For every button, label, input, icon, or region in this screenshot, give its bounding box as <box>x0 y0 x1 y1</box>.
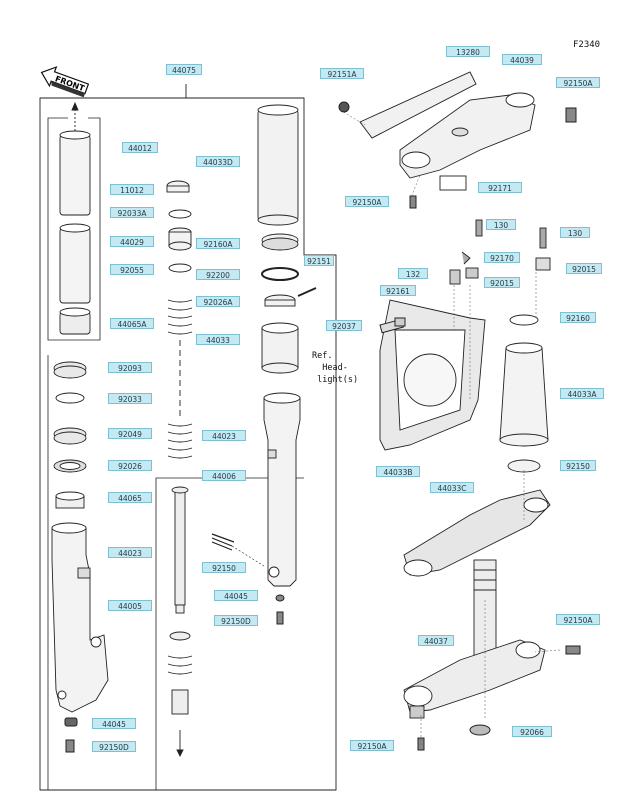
assembly-bracket <box>39 84 337 791</box>
label-92093[interactable]: 92093 <box>108 362 152 373</box>
label-44065A[interactable]: 44065A <box>110 318 154 329</box>
label-92049[interactable]: 92049 <box>108 428 152 439</box>
label-44045-left[interactable]: 44045 <box>92 718 136 729</box>
label-44033B[interactable]: 44033B <box>376 466 420 477</box>
label-13280[interactable]: 13280 <box>446 46 490 57</box>
label-92026[interactable]: 92026 <box>108 460 152 471</box>
label-92171[interactable]: 92171 <box>478 182 522 193</box>
label-92026A[interactable]: 92026A <box>196 296 240 307</box>
label-130-a[interactable]: 130 <box>486 219 516 230</box>
label-92150-right[interactable]: 92150 <box>560 460 596 471</box>
label-44033A[interactable]: 44033A <box>560 388 604 399</box>
label-92037[interactable]: 92037 <box>326 320 362 331</box>
label-44033D[interactable]: 44033D <box>196 156 240 167</box>
headlight-reference-note: Ref. Head- light(s) <box>312 351 359 385</box>
label-44037[interactable]: 44037 <box>418 635 454 646</box>
label-44045-center[interactable]: 44045 <box>214 590 258 601</box>
label-92150-center[interactable]: 92150 <box>202 562 246 573</box>
label-92151[interactable]: 92151 <box>304 255 334 266</box>
label-44023-center[interactable]: 44023 <box>202 430 246 441</box>
fork-cover <box>499 314 549 473</box>
inner-tube <box>59 101 91 304</box>
label-92200[interactable]: 92200 <box>196 269 240 280</box>
label-92015-right[interactable]: 92015 <box>566 263 602 274</box>
outer-tube-right <box>263 392 301 587</box>
label-92160[interactable]: 92160 <box>560 312 596 323</box>
label-44005[interactable]: 44005 <box>108 600 152 611</box>
label-92150A-mid[interactable]: 92150A <box>345 196 389 207</box>
label-92150A-top[interactable]: 92150A <box>556 77 600 88</box>
label-44065[interactable]: 44065 <box>108 492 152 503</box>
label-92066[interactable]: 92066 <box>512 726 552 737</box>
label-44033[interactable]: 44033 <box>196 334 240 345</box>
label-44039[interactable]: 44039 <box>502 54 542 65</box>
fork-spring <box>167 299 193 459</box>
label-92150A-bottom[interactable]: 92150A <box>350 740 394 751</box>
label-92170[interactable]: 92170 <box>484 252 520 263</box>
label-44006[interactable]: 44006 <box>202 470 246 481</box>
label-11012[interactable]: 11012 <box>110 184 154 195</box>
lower-cover <box>403 489 551 577</box>
steering-stem <box>403 559 546 719</box>
outer-tube-left <box>51 522 109 713</box>
figure-code: F2340 <box>573 40 601 50</box>
label-44075[interactable]: 44075 <box>166 64 202 75</box>
label-44012[interactable]: 44012 <box>122 142 158 153</box>
label-44029[interactable]: 44029 <box>110 236 154 247</box>
upper-bracket <box>359 71 536 191</box>
label-92150A-lower[interactable]: 92150A <box>556 614 600 625</box>
label-44023-left[interactable]: 44023 <box>108 547 152 558</box>
label-92033A[interactable]: 92033A <box>110 207 154 218</box>
label-92161[interactable]: 92161 <box>380 285 416 296</box>
label-130-b[interactable]: 130 <box>560 227 590 238</box>
label-92150D-center[interactable]: 92150D <box>214 615 258 626</box>
label-132[interactable]: 132 <box>398 268 428 279</box>
label-44033C[interactable]: 44033C <box>430 482 474 493</box>
headlight-bracket <box>379 299 486 451</box>
label-92033[interactable]: 92033 <box>108 393 152 404</box>
label-92151A[interactable]: 92151A <box>320 68 364 79</box>
label-92160A[interactable]: 92160A <box>196 238 240 249</box>
label-92150D-left[interactable]: 92150D <box>92 741 136 752</box>
label-92015-mid[interactable]: 92015 <box>484 277 520 288</box>
front-arrow-icon: FRONT <box>40 66 90 98</box>
label-92055[interactable]: 92055 <box>110 264 154 275</box>
